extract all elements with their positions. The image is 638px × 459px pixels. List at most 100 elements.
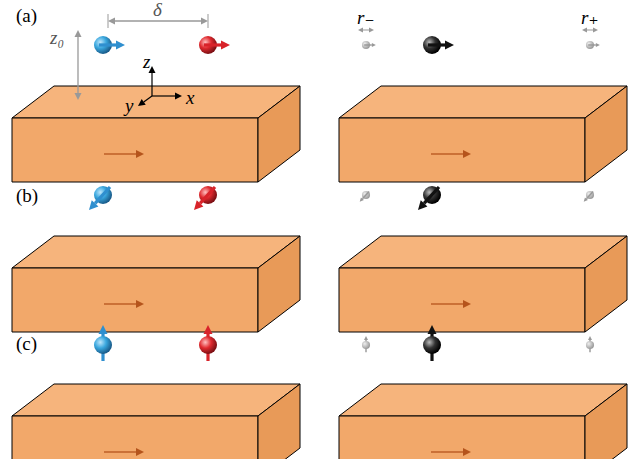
slab-front: [339, 268, 585, 332]
slab-front: [12, 268, 258, 332]
position-arrow: [590, 30, 593, 31]
symbol-label: z₀: [50, 28, 64, 47]
position-arrow-head: [582, 28, 587, 33]
slab-side: [585, 236, 627, 332]
spin-arrow: [204, 43, 221, 46]
spin-arrow: [364, 44, 372, 45]
symbol-label: r₋: [357, 8, 374, 27]
slab-front: [339, 118, 585, 182]
delta-arrow-head: [201, 18, 208, 25]
symbol-label: x: [186, 88, 194, 107]
slab-side: [258, 384, 300, 459]
spin-arrow-head: [221, 41, 230, 50]
spin-arrow-head: [204, 325, 213, 334]
spin-arrow-head: [596, 43, 600, 47]
slab-front: [12, 416, 258, 459]
symbol-label: y: [125, 96, 133, 115]
spin-arrow-head: [360, 197, 364, 201]
slab-top: [339, 236, 627, 268]
height-arrow: [77, 37, 78, 56]
delta-arrow: [158, 20, 201, 21]
magnetization-arrow-head: [463, 448, 471, 456]
panel-label: (b): [16, 186, 38, 205]
position-arrow-head: [369, 28, 374, 33]
spin-arrow-head: [584, 197, 588, 201]
height-arrow-head: [75, 93, 82, 100]
black-spin: [423, 336, 441, 354]
magnetization-arrow: [431, 451, 463, 452]
slab-side: [258, 236, 300, 332]
black-spin: [423, 186, 441, 204]
image-spin: [362, 341, 370, 349]
position-arrow: [587, 30, 590, 31]
image-spin: [362, 191, 370, 199]
slab-top: [12, 236, 300, 268]
magnetization-arrow-head: [136, 150, 144, 158]
magnetization-arrow: [104, 303, 136, 304]
delta-tick: [108, 14, 109, 28]
magnetization-arrow: [431, 153, 463, 154]
delta-tick: [208, 14, 209, 28]
slab-top: [12, 384, 300, 416]
delta-arrow: [115, 20, 158, 21]
symbol-label: z: [143, 52, 150, 71]
slab-side: [258, 86, 300, 182]
magnetization-arrow-head: [463, 300, 471, 308]
axis-y-head: [138, 99, 146, 106]
position-arrow: [366, 30, 369, 31]
red-spin: [199, 336, 217, 354]
spin-arrow: [95, 187, 110, 203]
red-spin: [199, 186, 217, 204]
spin-arrow: [362, 191, 369, 198]
position-arrow: [363, 30, 366, 31]
panel-label: (c): [16, 334, 37, 353]
position-arrow-head: [593, 28, 598, 33]
height-arrow: [77, 56, 78, 93]
magnetization-arrow-head: [463, 150, 471, 158]
spin-arrow: [99, 43, 116, 46]
spin-arrow-head: [99, 325, 108, 334]
axis-y: [144, 96, 152, 102]
height-arrow-head: [75, 30, 82, 37]
spin-arrow-head: [418, 200, 427, 210]
axis-x: [152, 95, 175, 96]
blue-spin: [94, 336, 112, 354]
slab-front: [339, 416, 585, 459]
blue-spin: [94, 186, 112, 204]
spin-arrow-head: [364, 336, 368, 340]
magnetization-arrow-head: [136, 300, 144, 308]
spin-arrow-head: [194, 200, 203, 210]
magnetization-arrow: [431, 303, 463, 304]
spin-arrow-head: [89, 200, 98, 210]
delta-arrow-head: [108, 18, 115, 25]
spin-arrow-head: [445, 41, 454, 50]
slab-top: [339, 86, 627, 118]
spin-arrow-head: [588, 336, 592, 340]
magnetization-arrow-head: [136, 448, 144, 456]
spin-arrow: [588, 44, 596, 45]
spin-arrow-head: [372, 43, 376, 47]
image-spin: [586, 191, 594, 199]
slab-side: [585, 86, 627, 182]
symbol-label: δ: [153, 0, 162, 19]
slab-front: [12, 118, 258, 182]
spin-arrow: [200, 187, 215, 203]
slab-top: [12, 86, 300, 118]
magnetization-arrow: [104, 451, 136, 452]
symbol-label: r₊: [581, 8, 598, 27]
axis-x-head: [175, 93, 182, 100]
axis-z: [151, 73, 152, 96]
slab-top: [339, 384, 627, 416]
spin-arrow-head: [116, 41, 125, 50]
position-arrow-head: [358, 28, 363, 33]
slab-side: [585, 384, 627, 459]
panel-label: (a): [16, 6, 37, 25]
spin-arrow-head: [428, 325, 437, 334]
spin-arrow: [424, 187, 439, 203]
image-spin: [586, 341, 594, 349]
spin-arrow: [586, 191, 593, 198]
spin-arrow: [428, 43, 445, 46]
magnetization-arrow: [104, 153, 136, 154]
